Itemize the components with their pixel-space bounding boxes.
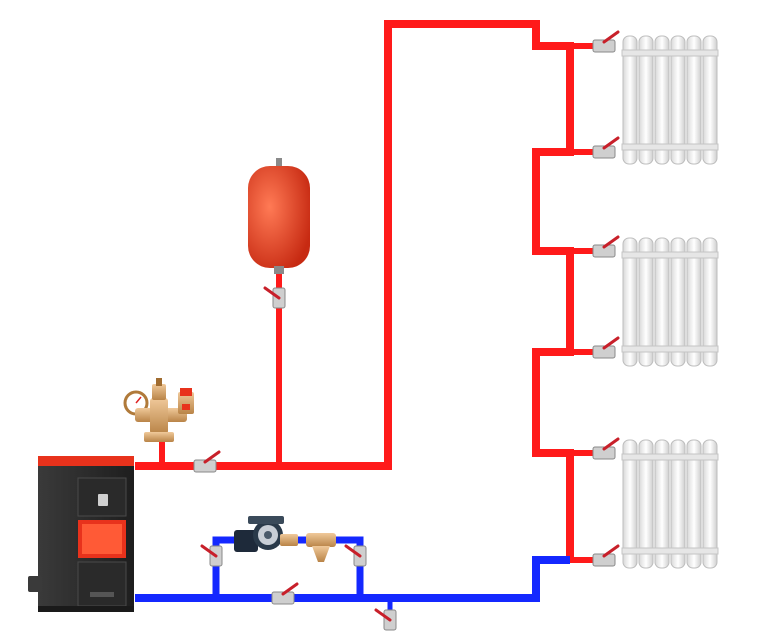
supply-valve-icon [193, 450, 221, 473]
return-main-pipe [135, 556, 570, 602]
radiator-section [622, 439, 638, 569]
drain-valve-icon [374, 608, 397, 631]
radiator-section [654, 439, 670, 569]
radiator-section [622, 237, 638, 367]
relief-valve-icon [178, 388, 194, 414]
radiator-valve-icon [592, 235, 620, 258]
radiator-section [638, 35, 654, 165]
radiator-section [622, 35, 638, 165]
radiator-section [670, 237, 686, 367]
radiator-icon [621, 237, 719, 367]
radiator-section [702, 439, 718, 569]
radiator-valve-icon [592, 544, 620, 567]
radiator-valve-icon [592, 136, 620, 159]
tank-valve-icon [263, 286, 286, 309]
bypass-valve-icon [200, 544, 223, 567]
radiator-icon [621, 439, 719, 569]
radiator-valve-icon [592, 30, 620, 53]
return-valve-icon [271, 582, 299, 605]
boiler-icon [28, 456, 134, 612]
radiator-section [670, 439, 686, 569]
radiator-section [638, 439, 654, 569]
radiator-section [654, 35, 670, 165]
radiator-section [702, 237, 718, 367]
radiator-section [702, 35, 718, 165]
expansion-tank-icon [248, 158, 310, 274]
radiator-section [654, 237, 670, 367]
radiator-section [686, 439, 702, 569]
bypass-valve-icon [344, 544, 367, 567]
valves [193, 30, 620, 631]
radiator-section [638, 237, 654, 367]
filter-icon [306, 533, 336, 562]
radiator-icon [621, 35, 719, 165]
supply-pipes [135, 20, 612, 563]
safety-group [123, 378, 194, 442]
radiator-section [686, 237, 702, 367]
radiator-valve-icon [592, 336, 620, 359]
supply-main-pipe [135, 20, 574, 560]
radiator-valve-icon [592, 437, 620, 460]
pump-icon [234, 516, 298, 552]
radiator-section [670, 35, 686, 165]
radiators [621, 35, 719, 569]
radiator-section [686, 35, 702, 165]
